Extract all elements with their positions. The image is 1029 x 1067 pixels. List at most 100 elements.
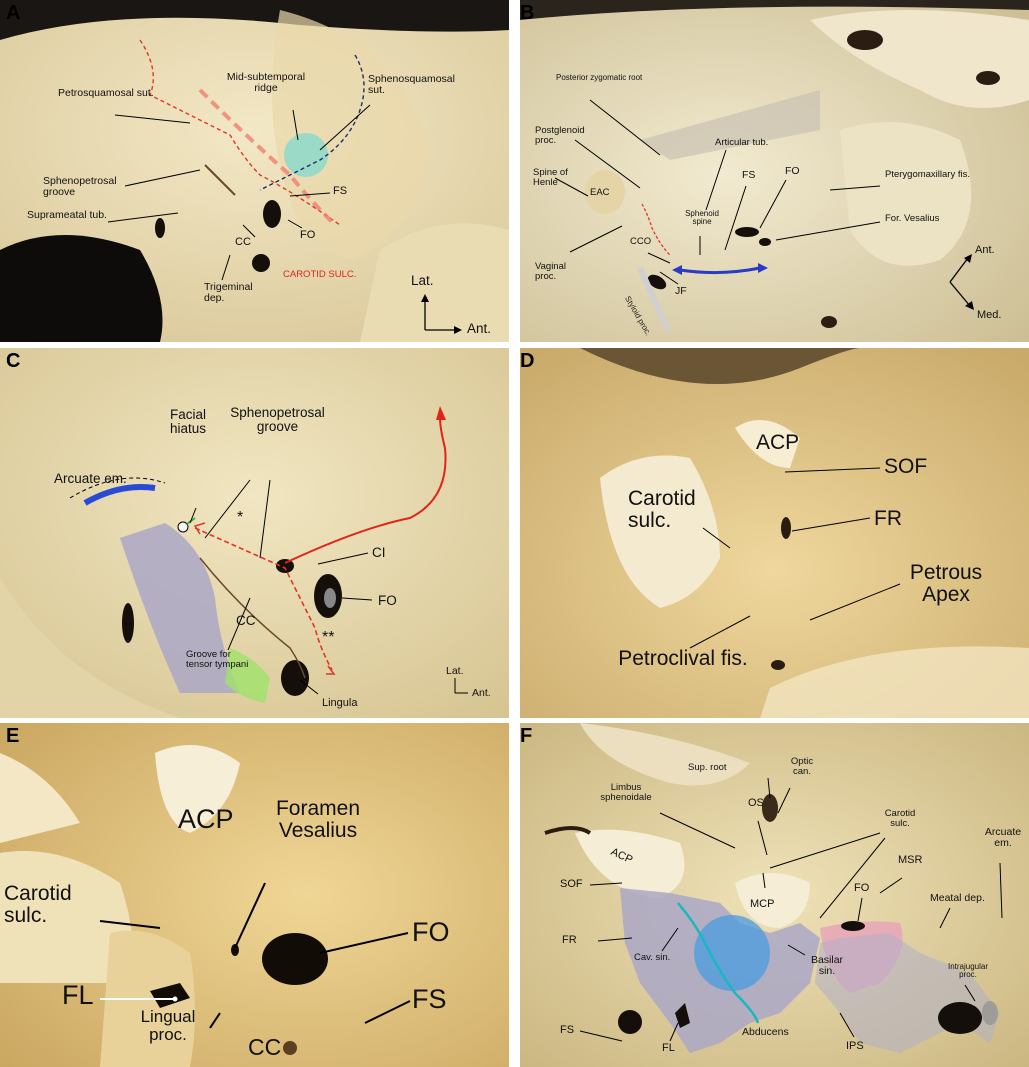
label-eac: EAC [590,187,610,198]
label-carotid-sulcus: CAROTID SULC. [283,269,357,280]
label-carotid-sulcus: Carotid sulc. [628,487,696,533]
label-acp: ACP [178,804,234,834]
label-msr: MSR [898,854,923,866]
label-limbus-sphenoidale: Limbus sphenoidale [600,782,652,803]
label-fr: FR [874,507,902,530]
label-anterior: Ant. [467,321,492,336]
label-os: OS [748,797,764,809]
label-fo: FO [378,593,397,608]
lavender-overlay [120,523,240,693]
label-cavernous-sinus: Cav. sin. [634,952,671,963]
label-lingula: Lingula [322,697,358,709]
panel-letter: F [520,725,533,747]
sphenosquamosal-suture-line [259,54,365,191]
blue-arrow [679,266,761,275]
label-mcp: MCP [750,898,775,910]
label-lingual-process: Lingual proc. [140,1007,196,1044]
panel-a: A Petrosquamosal sut. Mid-subtemporal ri… [0,0,509,342]
label-cc: CC [235,236,251,248]
label-petroclival-fissure: Petroclival fis. [618,647,748,670]
label-medial: Med. [977,309,1002,321]
label-mid-subtemporal-ridge: Mid-subtemporal ridge [226,71,306,95]
label-lateral: Lat. [446,665,464,677]
panel-letter: B [520,2,535,24]
label-jf: JF [675,285,687,297]
panel-letter: A [6,2,21,24]
label-facial-hiatus: Facial hiatus [170,407,207,437]
foramen-ovale [263,200,281,228]
label-fo: FO [412,917,450,947]
label-cco: CCO [630,236,652,247]
panel-b-photo [520,0,1029,342]
label-fo: FO [785,165,800,177]
panel-letter: E [6,725,20,747]
label-sphenopetrosal-groove: Sphenopetrosal groove [43,175,117,199]
label-double-asterisk: ** [322,629,335,646]
label-fo: FO [854,882,870,894]
panel-c: C Facial hiatus Sphenopetrosal groove Ar… [0,348,509,718]
mid-subtemporal-ridge-marker [284,133,328,177]
arcuate-eminence-marker [83,484,156,506]
panel-a-photo [0,0,509,342]
panel-f-photo [520,723,1029,1067]
label-anterior: Ant. [472,687,491,699]
label-arcuate-eminence: Arcuate em. [984,826,1022,850]
label-fs: FS [742,169,756,181]
label-petrosquamosal-suture: Petrosquamosal sut. [58,87,154,99]
label-meatal-depression: Meatal dep. [930,892,985,904]
label-cc: CC [248,1034,282,1060]
label-asterisk: * [237,509,244,526]
label-foramen-vesalius: Foramen Vesalius [275,797,361,843]
label-arcuate-eminence: Arcuate em. [54,471,127,486]
panel-e-photo [0,723,509,1067]
label-trigeminal-depression: Trigeminal dep. [204,281,253,305]
label-fr: FR [562,934,577,946]
label-lateral: Lat. [411,273,434,288]
label-ips: IPS [846,1040,864,1052]
label-fo: FO [300,229,316,241]
label-foramen-vesalius: For. Vesalius [885,213,940,224]
label-fl: FL [662,1042,675,1054]
panel-b: B Posterior zygomatic root Postglenoid p… [520,0,1029,342]
panel-e: E ACP Foramen Vesalius Carotid sulc. FO … [0,723,509,1067]
label-spine-of-henle: Spine of Henle [533,167,568,188]
panel-d-photo [520,348,1029,718]
panel-letter: C [6,350,21,372]
label-vaginal-process: Vaginal proc. [535,261,566,282]
label-suprameatal-tubercle: Suprameatal tub. [27,209,107,221]
label-sphenosquamosal-suture: Sphenosquamosal sut. [368,73,455,97]
label-acp: ACP [756,431,800,454]
label-intrajugular-process: Intrajugular proc. [947,962,989,980]
label-sphenoid-spine: Sphenoid spine [685,209,719,227]
label-ci: CI [372,545,386,560]
panel-d: D ACP SOF Carotid sulc. FR Petrous Apex … [520,348,1029,718]
label-tensor-tympani-groove: Groove for tensor tympani [186,649,249,670]
label-fs: FS [333,185,348,197]
abducens-nerve-line [677,902,760,1024]
abducens-circle [694,915,770,991]
label-pterygomaxillary-fissure: Pterygomaxillary fis. [885,169,970,180]
label-superior-root: Sup. root [688,762,727,773]
label-postglenoid-process: Postglenoid proc. [535,125,585,146]
label-sphenopetrosal-groove: Sphenopetrosal groove [230,405,325,435]
label-petrous-apex: Petrous Apex [909,561,983,607]
label-abducens: Abducens [742,1026,789,1038]
label-sof: SOF [884,455,928,478]
label-cc: CC [236,613,256,628]
panel-letter: D [520,350,535,372]
label-carotid-sulcus: Carotid sulc. [884,808,916,829]
panel-c-photo [0,348,509,718]
foramen-ovale [262,933,328,985]
label-carotid-sulcus: Carotid sulc. [4,882,72,928]
label-articular-tubercle: Articular tub. [715,137,769,148]
label-posterior-zygomatic-root: Posterior zygomatic root [556,73,643,82]
tensor-tympani-groove-marker [225,648,270,703]
label-anterior: Ant. [975,244,995,256]
label-fl: FL [62,980,94,1010]
label-fs: FS [560,1024,575,1036]
label-sof: SOF [560,878,583,890]
label-fs: FS [412,984,447,1014]
panel-f: F Sup. root Optic can. Limbus sphenoidal… [520,723,1029,1067]
label-optic-canal: Optic can. [790,756,814,777]
petrosquamosal-suture-line [139,39,341,226]
